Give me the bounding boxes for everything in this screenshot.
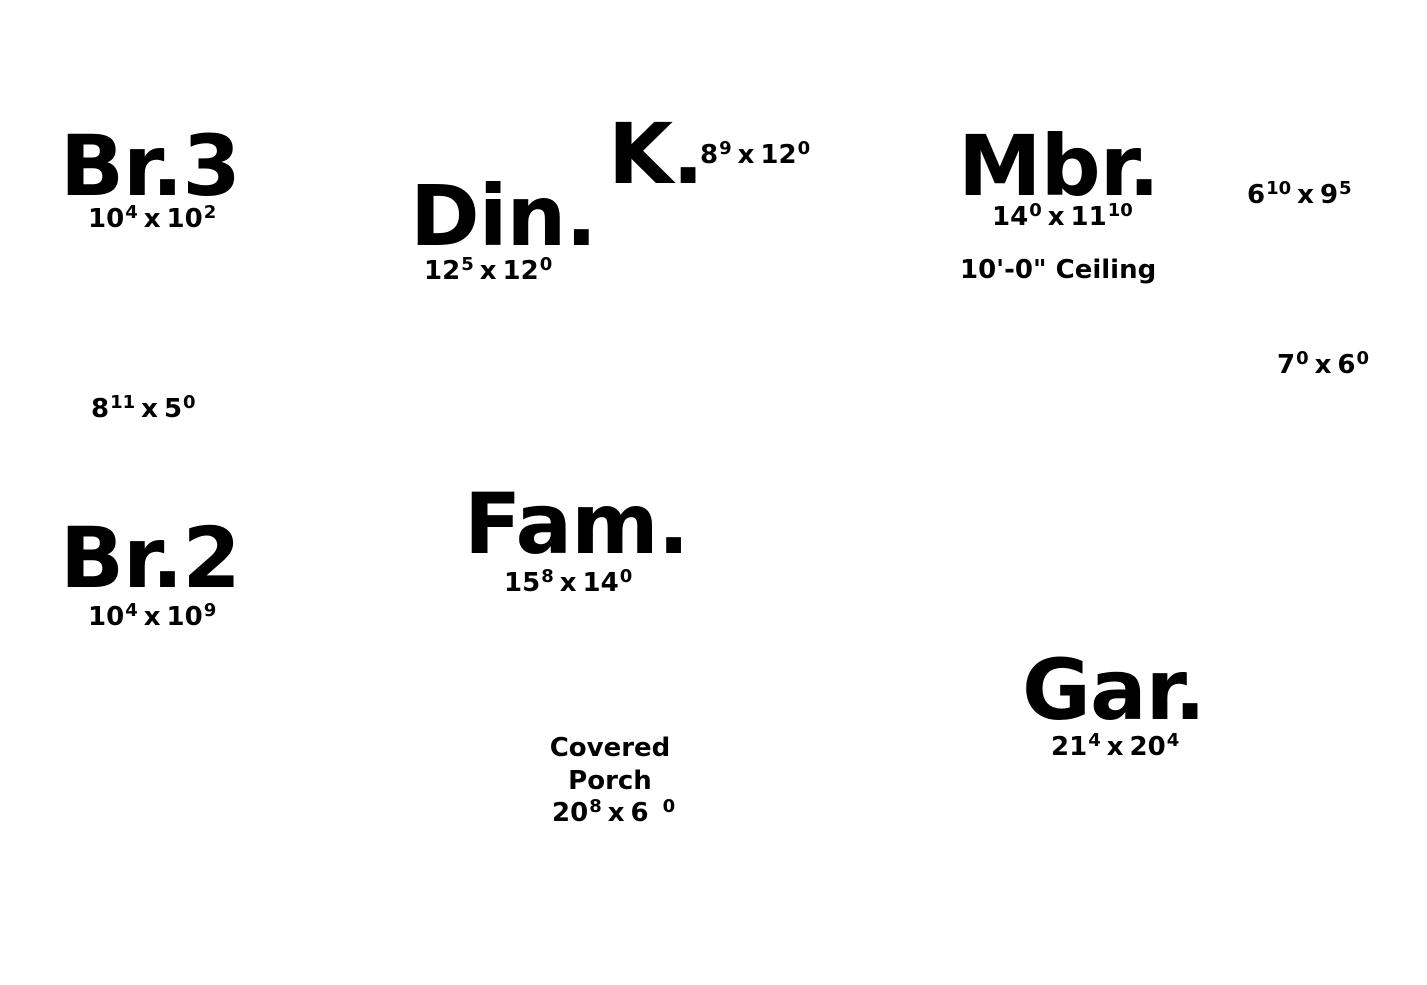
room-label-porch-line1: Covered [549, 733, 671, 763]
dim-width-inches: 0 [1296, 348, 1309, 369]
dim-length-feet: 10 [166, 602, 203, 632]
dim-length-feet: 12 [502, 256, 539, 286]
dim-width-inches: 8 [541, 566, 554, 587]
dim-width-inches: 5 [461, 254, 474, 275]
dim-separator: x [559, 568, 577, 598]
dim-separator: x [1297, 180, 1314, 210]
dim-separator: x [607, 798, 625, 828]
dim-separator: x [1106, 732, 1124, 762]
dim-length-inches: 0 [1356, 348, 1370, 369]
dim-length-inches: 0 [797, 138, 811, 159]
dim-width-feet: 21 [1051, 732, 1088, 762]
dim-width-feet: 10 [88, 204, 125, 234]
dim-width-feet: 12 [424, 256, 461, 286]
dim-length-feet: 14 [582, 568, 619, 598]
room-label-br3: Br.3 [60, 117, 241, 215]
room-label-din: Din. [410, 167, 597, 265]
room-label-mbr: Mbr. [958, 117, 1160, 215]
room-label-gar: Gar. [1022, 641, 1206, 739]
dim-width-feet: 15 [504, 568, 541, 598]
dim-length-inches: 0 [662, 796, 676, 817]
dim-width-feet: 8 [91, 394, 110, 424]
dim-length-inches: 9 [203, 600, 217, 621]
dim-length-inches: 10 [1107, 200, 1133, 221]
dim-width-inches: 4 [125, 202, 138, 223]
dim-separator: x [1314, 350, 1332, 380]
dim-length-inches: 0 [183, 392, 196, 413]
dim-length-feet: 11 [1070, 202, 1107, 232]
dim-width-feet: 10 [88, 602, 125, 632]
dim-width-inches: 11 [110, 392, 136, 413]
room-label-k: K. [608, 105, 704, 203]
dim-separator: x [479, 256, 497, 286]
dim-length-inches: 0 [619, 566, 633, 587]
dim-length-feet: 20 [1129, 732, 1166, 762]
ceiling-note-mbr: 10'-0" Ceiling [960, 255, 1157, 285]
dim-width-feet: 14 [992, 202, 1029, 232]
dim-width-inches: 9 [719, 138, 732, 159]
dim-length-inches: 0 [539, 254, 553, 275]
dim-separator: x [737, 140, 755, 170]
dim-length-feet: 5 [163, 394, 183, 424]
dim-width-feet: 8 [700, 140, 719, 170]
dim-separator: x [143, 602, 161, 632]
dim-separator: x [141, 394, 158, 424]
room-label-porch: Covered Porch [548, 732, 672, 797]
dim-width-feet: 7 [1277, 350, 1296, 380]
dim-separator: x [143, 204, 161, 234]
dim-length-feet: 6 [1337, 350, 1356, 380]
room-label-porch-line2: Porch [568, 765, 652, 796]
dim-width-inches: 10 [1266, 178, 1292, 199]
dim-length-inches: 2 [203, 202, 217, 223]
dim-length-feet: 12 [760, 140, 797, 170]
dim-length-feet: 9 [1319, 180, 1339, 210]
dim-width-inches: 4 [125, 600, 138, 621]
dim-width-feet: 6 [1247, 180, 1266, 210]
dim-length-feet: 10 [166, 204, 203, 234]
dim-length-inches: 5 [1339, 178, 1352, 199]
dim-width-inches: 8 [589, 796, 602, 817]
dim-separator: x [1047, 202, 1065, 232]
dim-length-inches: 4 [1166, 730, 1180, 751]
dim-width-feet: 20 [552, 798, 589, 828]
dim-width-inches: 0 [1029, 200, 1042, 221]
dim-width-inches: 4 [1088, 730, 1101, 751]
dim-length-feet: 6 [630, 798, 649, 828]
room-label-br2: Br.2 [60, 509, 241, 607]
room-label-fam: Fam. [464, 475, 690, 573]
